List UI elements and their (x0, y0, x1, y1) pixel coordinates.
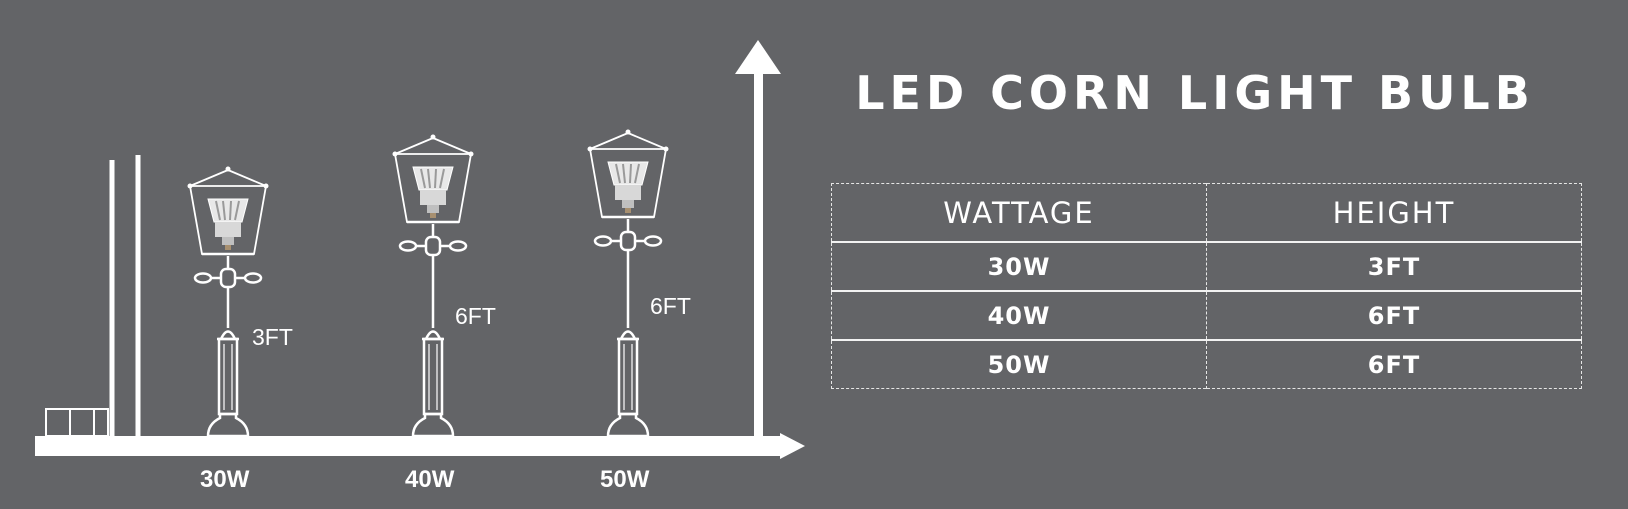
lamp-wattage-label: 50W (600, 466, 650, 493)
ground-axis (35, 433, 805, 459)
height-cell: 6FT (1206, 339, 1582, 389)
height-cell: 3FT (1206, 241, 1582, 291)
up-arrow-icon (735, 40, 781, 74)
height-axis (735, 40, 781, 438)
spec-table: WATTAGE HEIGHT 30W 3FT 40W 6FT 50W 6FT (831, 183, 1582, 389)
column-header-wattage: WATTAGE (831, 183, 1207, 242)
lamp-height-label: 6FT (650, 293, 691, 319)
lamp-height-label: 6FT (455, 303, 496, 329)
table-row: 50W 6FT (831, 339, 1582, 389)
table-row: 30W 3FT (831, 241, 1582, 291)
fence-icon (45, 155, 141, 437)
height-cell: 6FT (1206, 290, 1582, 340)
lamp-post-icon (586, 128, 670, 438)
lamp-wattage-label: 40W (405, 466, 455, 493)
lamp-height-label: 3FT (252, 324, 293, 350)
page-title: LED CORN LIGHT BULB (855, 66, 1535, 120)
wattage-cell: 40W (831, 290, 1207, 340)
lamp-wattage-label: 30W (200, 466, 250, 493)
lamp-post-icon (391, 133, 475, 438)
table-header-row: WATTAGE HEIGHT (831, 183, 1582, 242)
table-row: 40W 6FT (831, 290, 1582, 340)
wattage-cell: 30W (831, 241, 1207, 291)
height-diagram (35, 40, 805, 459)
column-header-height: HEIGHT (1332, 195, 1456, 230)
right-arrow-icon (780, 433, 805, 459)
lamp-post-icon (186, 165, 270, 438)
wattage-cell: 50W (831, 339, 1207, 389)
